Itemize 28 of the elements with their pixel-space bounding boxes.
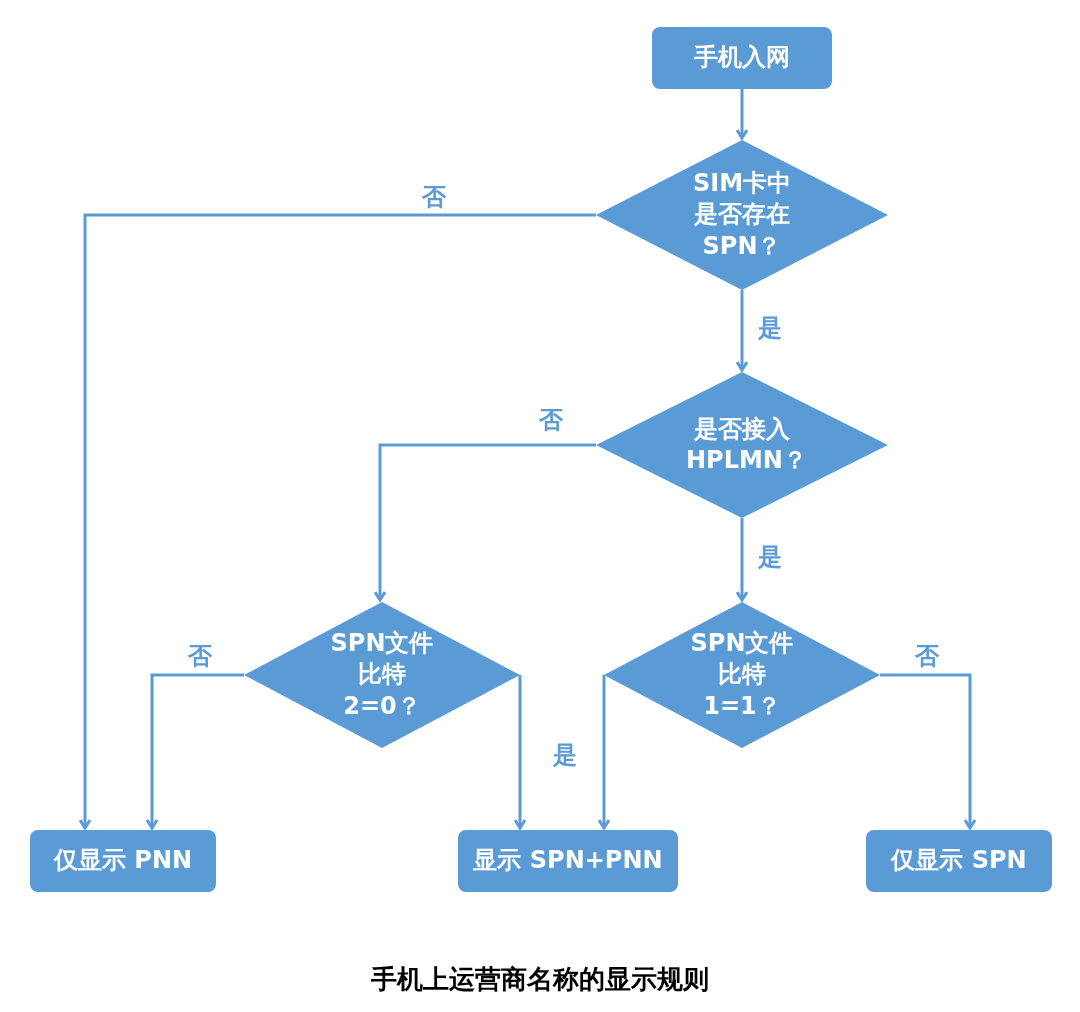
arrow	[145, 673, 244, 830]
arrow	[735, 518, 749, 602]
decision-diamond	[244, 602, 520, 748]
arrow	[373, 443, 596, 602]
node-text: SIM卡中是否存在SPN？	[691, 168, 793, 262]
arrow	[597, 675, 611, 830]
node-text: 手机入网	[694, 42, 790, 74]
node-text: 显示 SPN+PNN	[473, 845, 663, 877]
arrow	[735, 290, 749, 372]
process-box	[458, 830, 678, 892]
node-text: 仅显示 PNN	[53, 845, 193, 877]
decision-diamond	[604, 602, 880, 748]
caption: 手机上运营商名称的显示规则	[371, 964, 709, 994]
process-box	[30, 830, 216, 892]
decision-diamond	[596, 140, 888, 290]
node-text: SPN文件比特2=0？	[329, 628, 435, 722]
node-text: 仅显示 SPN	[891, 845, 1027, 877]
process-box	[866, 830, 1052, 892]
arrow	[78, 213, 596, 830]
edge-label: 是	[756, 313, 784, 343]
node-text: SPN文件比特1=1？	[689, 628, 795, 722]
arrow	[735, 89, 749, 140]
process-box	[652, 27, 832, 89]
arrow	[880, 673, 977, 830]
decision-diamond	[596, 372, 888, 518]
arrow	[513, 675, 527, 830]
edge-label: 是	[756, 542, 784, 572]
edge-label: 是	[551, 740, 579, 770]
